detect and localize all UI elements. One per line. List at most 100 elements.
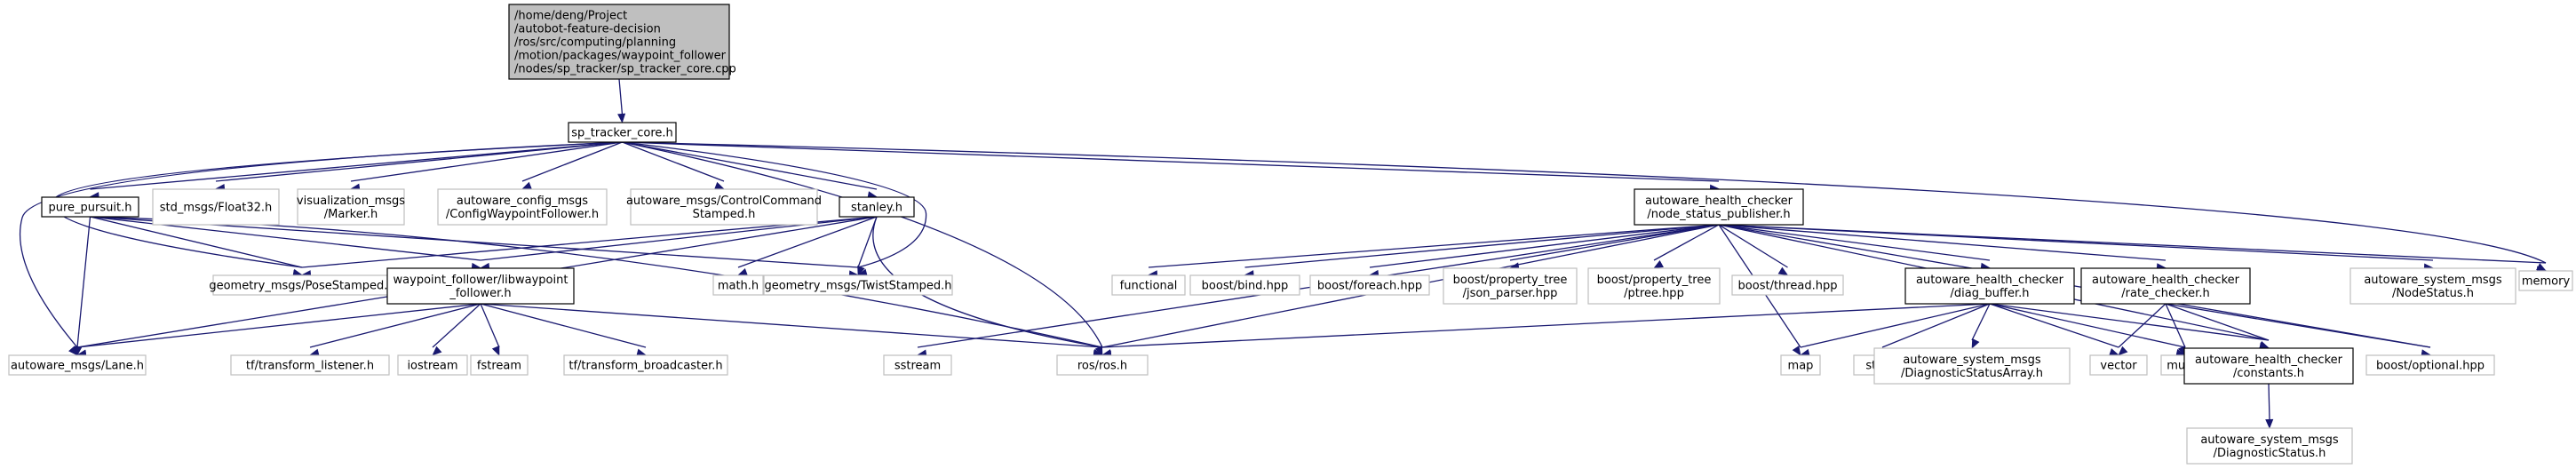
edge-diag_buffer-to-string xyxy=(1881,303,1991,356)
node-label-line: autoware_system_msgs xyxy=(2200,433,2339,447)
node-label-line: /DiagnosticStatusArray.h xyxy=(1901,367,2043,380)
node-box xyxy=(1189,274,1300,296)
node-box xyxy=(2186,427,2353,465)
node-math[interactable]: math.h xyxy=(712,274,764,296)
edge-line xyxy=(76,216,91,348)
node-functional[interactable]: functional xyxy=(1111,274,1186,296)
node-tf-broadcaster[interactable]: tf/transform_broadcaster.h xyxy=(563,354,728,376)
node-label-line: boost/optional.hpp xyxy=(2376,360,2485,373)
node-boost-foreach[interactable]: boost/foreach.hpp xyxy=(1309,274,1430,296)
graph-edges xyxy=(19,78,2547,429)
node-sp-tracker-core[interactable]: sp_tracker_core.h xyxy=(568,122,677,143)
node-pure-pursuit[interactable]: pure_pursuit.h xyxy=(41,196,139,218)
node-label-line: /ptree.hpp xyxy=(1624,287,1684,300)
edge-line xyxy=(215,141,623,182)
edge-line xyxy=(1800,303,1991,348)
node-label-line: /Marker.h xyxy=(324,208,378,221)
node-label-line: sstream xyxy=(894,360,941,373)
node-box xyxy=(8,354,147,376)
edge-line xyxy=(622,141,1720,182)
edge-line xyxy=(19,141,623,348)
node-box xyxy=(763,274,953,296)
node-label-line: stanley.h xyxy=(851,202,902,215)
edge-diag_buffer-to-diag_status_array xyxy=(1971,303,1991,349)
node-label-line: autoware_health_checker xyxy=(2195,354,2343,367)
edge-line xyxy=(1881,303,1991,348)
node-label-line: waypoint_follower/libwaypoint xyxy=(394,274,568,287)
node-boost-bind[interactable]: boost/bind.hpp xyxy=(1189,274,1300,296)
edge-line xyxy=(350,141,623,182)
node-node-status[interactable]: autoware_system_msgs/NodeStatus.h xyxy=(2349,267,2516,305)
node-pose-stamped[interactable]: geometry_msgs/PoseStamped.h xyxy=(209,274,395,296)
node-label-line: tf/transform_broadcaster.h xyxy=(568,360,722,373)
node-iostream[interactable]: iostream xyxy=(397,354,468,376)
node-label-line: /home/deng/Project xyxy=(514,10,627,23)
node-map[interactable]: map xyxy=(1780,354,1821,376)
node-label-line: boost/property_tree xyxy=(1597,274,1712,287)
node-label-line: autoware_msgs/ControlCommand xyxy=(626,195,822,208)
node-lane[interactable]: autoware_msgs/Lane.h xyxy=(8,354,147,376)
node-box xyxy=(41,196,139,218)
node-ptree[interactable]: boost/property_tree/ptree.hpp xyxy=(1587,267,1721,305)
node-label-line: boost/foreach.hpp xyxy=(1317,280,1422,293)
node-root[interactable]: /home/deng/Project/autobot-feature-decis… xyxy=(508,4,736,80)
node-label-line: iostream xyxy=(407,360,457,373)
edge-line xyxy=(622,141,1103,348)
node-twist-stamped[interactable]: geometry_msgs/TwistStamped.h xyxy=(763,274,953,296)
node-label-line: /ConfigWaypointFollower.h xyxy=(446,208,599,221)
edge-line xyxy=(1989,303,2270,341)
node-label-line: math.h xyxy=(718,280,759,293)
node-libwaypoint[interactable]: waypoint_follower/libwaypoint_follower.h xyxy=(386,267,575,305)
edge-constants-to-diag_status xyxy=(2265,383,2274,429)
node-rate-checker[interactable]: autoware_health_checker/rate_checker.h xyxy=(2080,267,2251,305)
edge-line xyxy=(1148,224,1720,268)
edge-line xyxy=(480,303,500,348)
node-label-line: autoware_health_checker xyxy=(2092,274,2240,287)
node-box xyxy=(1309,274,1430,296)
edge-line xyxy=(1971,303,1991,341)
node-box xyxy=(1443,267,1578,305)
node-viz-marker[interactable]: visualization_msgs/Marker.h xyxy=(297,188,405,226)
edge-line xyxy=(737,216,878,268)
node-box xyxy=(470,354,529,376)
node-ros[interactable]: ros/ros.h xyxy=(1056,354,1149,376)
node-box xyxy=(1587,267,1721,305)
node-vector[interactable]: vector xyxy=(2089,354,2148,376)
edge-arrowhead xyxy=(432,346,442,356)
edge-line xyxy=(622,141,725,182)
edge-libwaypoint-to-iostream xyxy=(432,303,481,356)
node-label-line: /ros/src/computing/planning xyxy=(514,36,676,50)
edge-line xyxy=(76,303,481,348)
edge-arrowhead xyxy=(491,345,500,356)
edge-line xyxy=(622,141,927,268)
node-std-float32[interactable]: std_msgs/Float32.h xyxy=(152,188,280,226)
node-json-parser[interactable]: boost/property_tree/json_parser.hpp xyxy=(1443,267,1578,305)
node-label-line: /constants.h xyxy=(2233,367,2304,380)
node-tf-listener[interactable]: tf/transform_listener.h xyxy=(230,354,390,376)
edge-arrowhead xyxy=(617,113,626,123)
node-constants[interactable]: autoware_health_checker/constants.h xyxy=(2183,347,2354,385)
node-label-line: /json_parser.hpp xyxy=(1463,287,1558,300)
node-sstream[interactable]: sstream xyxy=(883,354,952,376)
edge-line xyxy=(2165,303,2186,348)
node-box xyxy=(563,354,728,376)
edge-line xyxy=(618,78,624,115)
node-diag-status-array[interactable]: autoware_system_msgs/DiagnosticStatusArr… xyxy=(1873,347,2071,385)
node-fstream[interactable]: fstream xyxy=(470,354,529,376)
node-boost-thread[interactable]: boost/thread.hpp xyxy=(1731,274,1844,296)
node-node-status-pub[interactable]: autoware_health_checker/node_status_publ… xyxy=(1634,188,1804,226)
edge-arrowhead xyxy=(857,266,865,276)
node-label-line: visualization_msgs xyxy=(297,195,405,208)
node-diag-buffer[interactable]: autoware_health_checker/diag_buffer.h xyxy=(1904,267,2075,305)
node-diag-status[interactable]: autoware_system_msgs/DiagnosticStatus.h xyxy=(2186,427,2353,465)
edge-line xyxy=(480,303,647,348)
node-label-line: /nodes/sp_tracker/sp_tracker_core.cpp xyxy=(514,63,736,76)
node-boost-optional[interactable]: boost/optional.hpp xyxy=(2365,354,2495,376)
node-config-wf[interactable]: autoware_config_msgs/ConfigWaypointFollo… xyxy=(437,188,608,226)
edge-diag_buffer-to-ros xyxy=(1101,303,1991,359)
node-stanley[interactable]: stanley.h xyxy=(839,196,915,218)
node-box xyxy=(397,354,468,376)
edge-root-to-sp_tracker_core xyxy=(617,78,626,123)
node-memory[interactable]: memory xyxy=(2518,270,2573,291)
